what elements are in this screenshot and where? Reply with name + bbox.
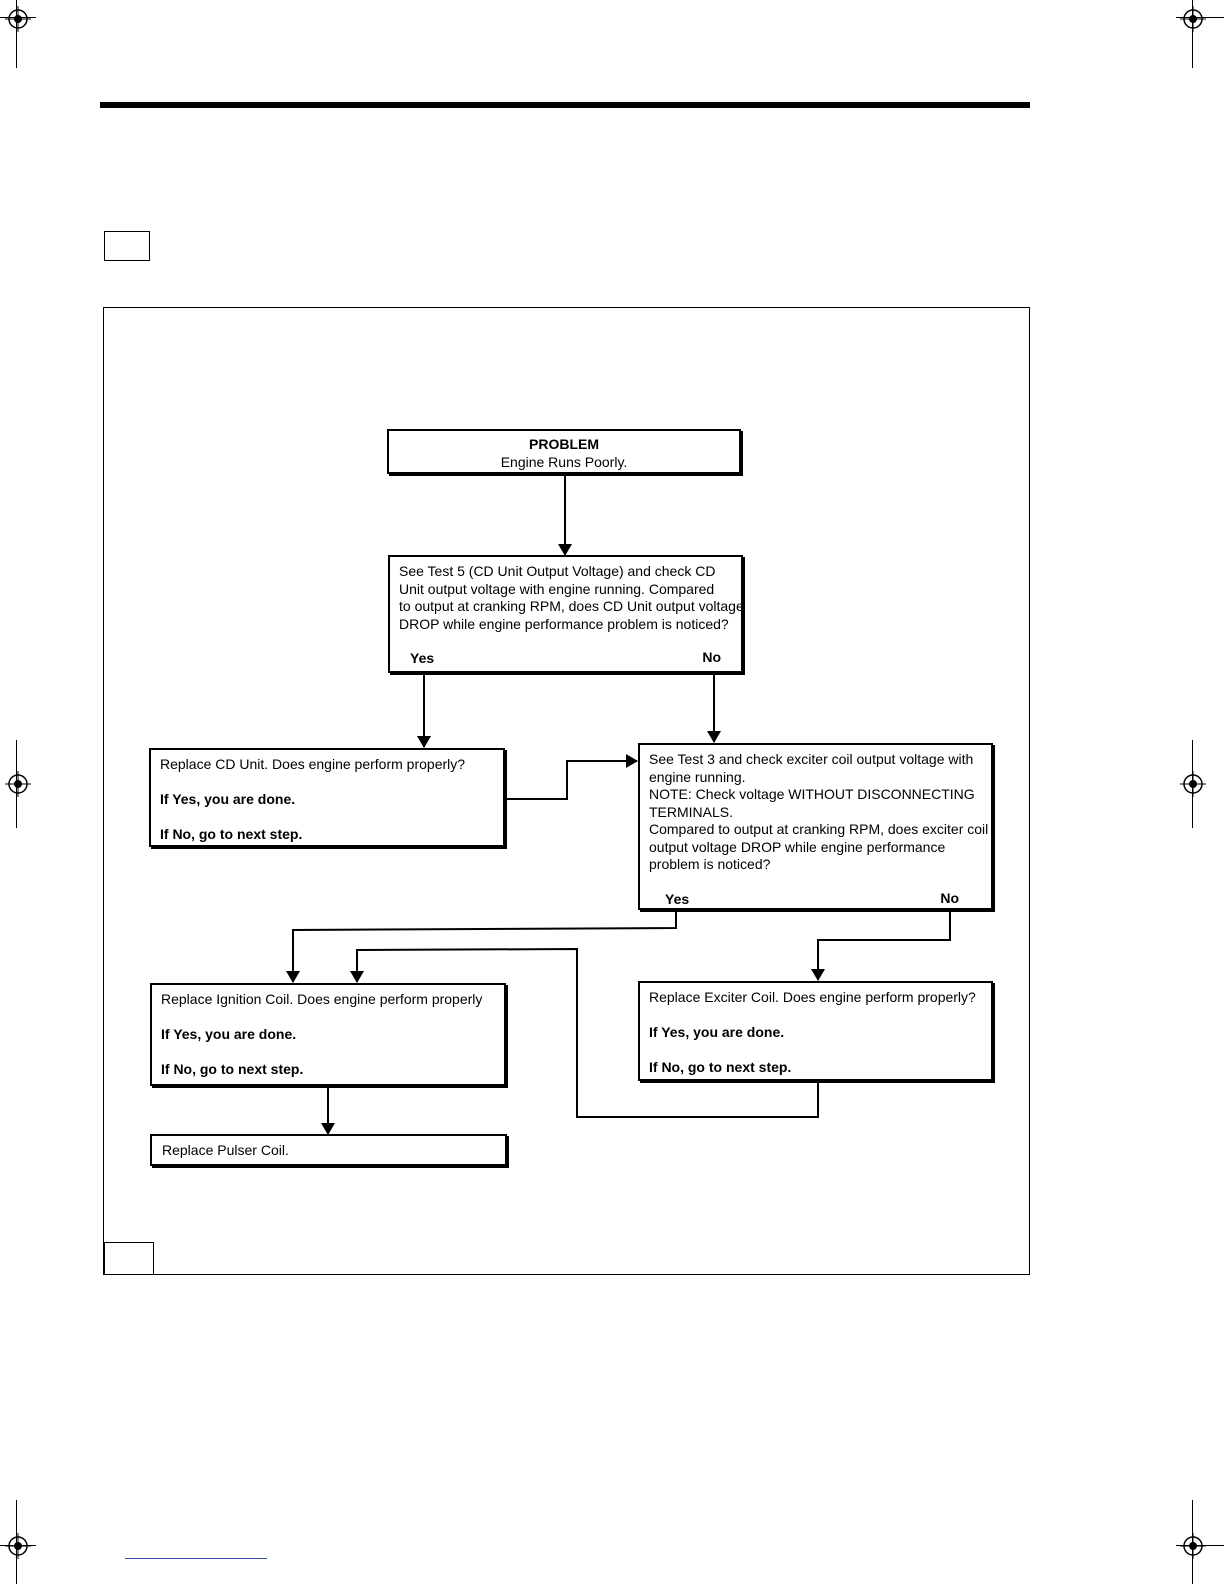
replace-cd-yes-text: If Yes, you are done. (160, 791, 296, 807)
arrow-exciter-yes-to-ignition (286, 911, 677, 983)
replace-cd-question: Replace CD Unit. Does engine perform pro… (160, 756, 466, 772)
replace-exciter-no-text: If No, go to next step. (649, 1059, 792, 1075)
section-marker-box (104, 231, 150, 261)
crop-mark (1192, 0, 1193, 68)
registration-mark-icon (1180, 771, 1206, 797)
registration-mark-icon (1180, 6, 1206, 32)
corner-tab-box (104, 1242, 154, 1275)
exciter-check-no-label: No (940, 890, 959, 906)
replace-ignition-yes-text: If Yes, you are done. (161, 1026, 297, 1042)
replace-ignition-question: Replace Ignition Coil. Does engine perfo… (161, 991, 483, 1007)
footer-link-line (125, 1558, 267, 1559)
exciter-check-line: TERMINALS. (649, 803, 734, 820)
replace-cd-unit-box: Replace CD Unit. Does engine perform pro… (149, 748, 505, 847)
exciter-coil-check-box: See Test 3 and check exciter coil output… (638, 743, 993, 910)
problem-box: PROBLEM Engine Runs Poorly. (387, 429, 741, 474)
replace-exciter-coil-box: Replace Exciter Coil. Does engine perfor… (638, 981, 993, 1081)
registration-mark-icon (5, 771, 31, 797)
exciter-check-line: NOTE: Check voltage WITHOUT DISCONNECTIN… (649, 786, 975, 802)
problem-title: PROBLEM (529, 436, 599, 452)
exciter-check-line: See Test 3 and check exciter coil output… (649, 751, 974, 767)
exciter-check-line: problem is noticed? (649, 856, 771, 872)
exciter-check-line: output voltage DROP while engine perform… (649, 838, 946, 855)
crop-mark (16, 0, 17, 68)
arrow-exciter-no-to-replace-exciter (811, 911, 951, 981)
replace-exciter-question: Replace Exciter Coil. Does engine perfor… (649, 989, 976, 1005)
cd-check-no-label: No (702, 649, 721, 665)
replace-pulser-text: Replace Pulser Coil. (162, 1142, 289, 1158)
cd-output-check-box: See Test 5 (CD Unit Output Voltage) and … (388, 555, 744, 673)
replace-cd-no-text: If No, go to next step. (160, 826, 303, 842)
cd-check-yes-label: Yes (410, 650, 435, 666)
crop-mark (1176, 17, 1224, 18)
arrow-replace-cd-to-exciter-check (506, 754, 638, 800)
replace-exciter-yes-text: If Yes, you are done. (649, 1024, 785, 1040)
problem-text: Engine Runs Poorly. (500, 453, 628, 470)
cd-check-line: Unit output voltage with engine running.… (399, 580, 715, 597)
exciter-check-line: engine running. (649, 768, 746, 785)
header-rule (100, 102, 1030, 108)
cd-check-line: See Test 5 (CD Unit Output Voltage) and … (399, 563, 716, 579)
registration-mark-icon (5, 6, 31, 32)
registration-mark-icon (1180, 1533, 1206, 1559)
exciter-check-yes-label: Yes (665, 891, 690, 907)
crop-mark (16, 1500, 17, 1584)
cd-check-line: to output at cranking RPM, does CD Unit … (399, 598, 744, 614)
exciter-check-line: Compared to output at cranking RPM, does… (649, 821, 989, 837)
replace-ignition-no-text: If No, go to next step. (161, 1061, 304, 1077)
replace-pulser-coil-box: Replace Pulser Coil. (150, 1134, 507, 1166)
arrow-replace-exciter-to-ignition (350, 947, 819, 1118)
replace-ignition-coil-box: Replace Ignition Coil. Does engine perfo… (150, 983, 506, 1086)
cd-check-line: DROP while engine performance problem is… (399, 615, 729, 632)
registration-mark-icon (5, 1533, 31, 1559)
flowchart-frame (103, 307, 1030, 1275)
